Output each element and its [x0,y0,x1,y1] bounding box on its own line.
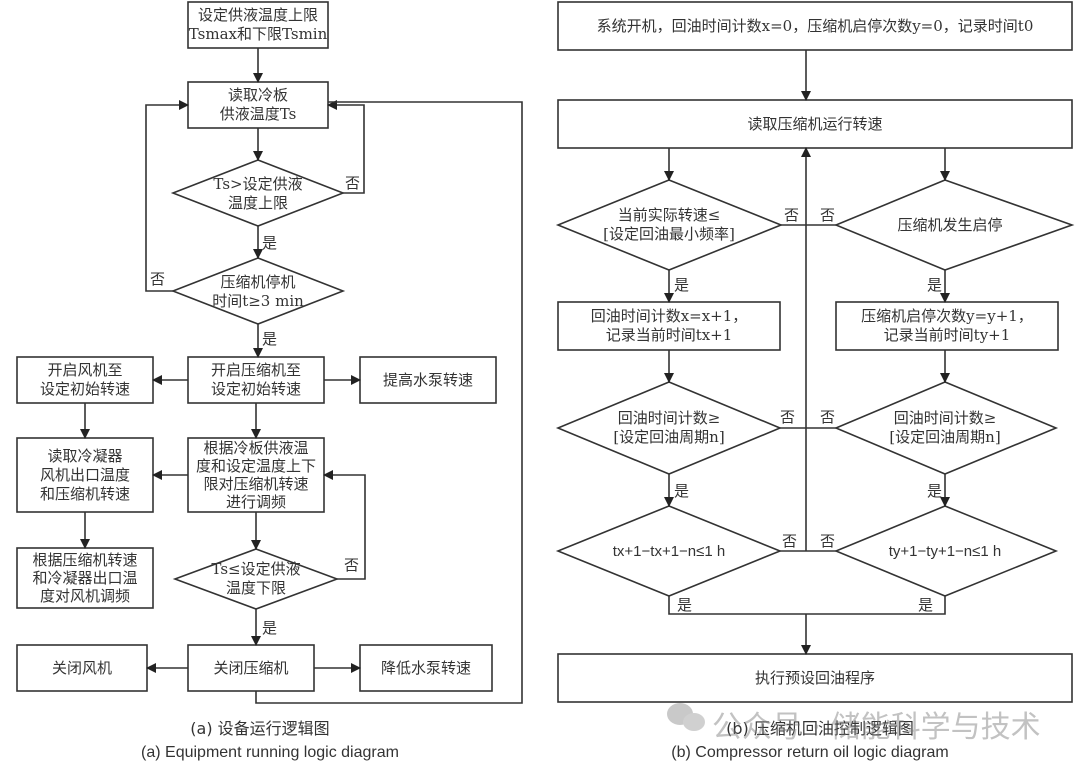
label-no: 否 [780,408,796,426]
diagram-b-connectors [664,50,950,655]
node-cond-ts-lower: Ts≤设定供液 温度下限 [211,560,301,597]
label-no: 否 [344,556,360,574]
box-inc-x [557,301,781,351]
box-close-compressor [187,644,315,692]
label-yes: 是 [677,596,693,614]
node-cond-speed: 当前实际转速≤ [设定回油最小频率] [603,206,735,243]
box-adjust-fan [16,547,154,609]
label-yes: 是 [927,482,943,500]
label-no: 否 [820,206,836,224]
node-cond-startstop: 压缩机发生启停 [897,215,1003,234]
label-no: 否 [820,532,836,550]
node-start-compressor: 开启压缩机至 设定初始转速 [210,361,301,398]
node-close-fan: 关闭风机 [51,658,112,677]
label-no: 否 [345,174,361,192]
label-yes: 是 [918,596,934,614]
node-cond-time-left: tx+1−tx+1−n≤1 h [612,542,726,560]
node-cond-period-right: 回油时间计数≥ [设定回油周期n] [889,409,1001,446]
watermark: 公众号 · 储能科学与技术 [712,710,1041,745]
node-lower-pump: 降低水泵转速 [380,658,471,677]
node-cond-period-left: 回油时间计数≥ [设定回油周期n] [613,409,725,446]
label-yes: 是 [674,482,690,500]
box-raise-pump [359,356,497,404]
node-inc-y: 压缩机启停次数y=y+1， 记录当前时间ty+1 [861,307,1033,344]
node-start-fan: 开启风机至 设定初始转速 [39,361,130,398]
box-read-ts [187,81,329,129]
caption-a-en: (a) Equipment running logic diagram [141,744,399,761]
node-cond-stop-time: 压缩机停机 时间t≥3 min [212,273,304,310]
node-inc-x: 回油时间计数x=x+1， 记录当前时间tx+1 [590,307,748,344]
node-cond-ts-upper: Ts>设定供液 温度上限 [213,175,303,212]
box-lower-pump [359,644,493,692]
node-read-speed: 读取压缩机运行转速 [747,114,883,133]
diagram-a-shapes [16,1,497,692]
label-yes: 是 [262,234,278,252]
box-read-speed [557,99,1073,149]
box-execute [557,653,1073,703]
label-no: 否 [150,270,166,288]
node-adjust-compressor: 根据冷板供液温 度和设定温度上下 限对压缩机转速 进行调频 [195,439,316,511]
node-read-condenser: 读取冷凝器 风机出口温度 和压缩机转速 [39,446,130,503]
caption-b-zh: (b) 压缩机回油控制逻辑图 [726,719,914,738]
node-read-ts: 读取冷板 供液温度Ts [219,86,297,123]
node-adjust-fan: 根据压缩机转速 和冷凝器出口温 度对风机调频 [32,551,138,605]
caption-a-zh: (a) 设备运行逻辑图 [190,719,330,738]
label-yes: 是 [262,330,278,348]
label-yes: 是 [674,276,690,294]
label-yes: 是 [262,619,278,637]
caption-b-en: (b) Compressor return oil logic diagram [671,744,949,761]
box-inc-y [835,301,1059,351]
node-execute: 执行预设回油程序 [754,668,875,687]
box-set-limits [187,1,329,49]
node-cond-time-right: ty+1−ty+1−n≤1 h [888,542,1002,560]
label-no: 否 [782,532,798,550]
diagram-b-shapes [555,1,1075,703]
label-no: 否 [784,206,800,224]
node-start: 系统开机，回油时间计数x=0，压缩机启停次数y=0，记录时间t0 [596,16,1034,35]
node-set-limits: 设定供液温度上限 Tsmax和下限Tsmin [188,6,328,43]
box-start [557,1,1073,51]
label-yes: 是 [927,276,943,294]
node-close-compressor: 关闭压缩机 [213,658,289,677]
label-no: 否 [820,408,836,426]
node-raise-pump: 提高水泵转速 [382,370,473,389]
wechat-icon [667,703,705,731]
diagram-a-connectors [80,48,523,704]
